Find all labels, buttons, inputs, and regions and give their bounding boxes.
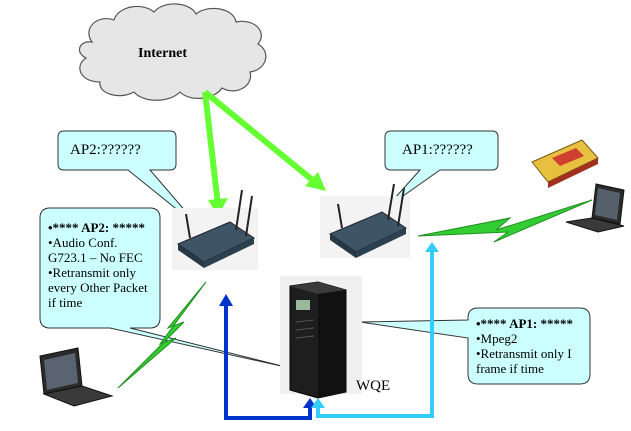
ap2-details-line: if time	[48, 295, 83, 310]
wqe-server	[280, 276, 362, 399]
ap2-details-line: G723.1 – No FEC	[48, 250, 143, 265]
ap1-details-line: frame if time	[476, 361, 544, 376]
ap2-details-line: •**** AP2: *****	[48, 220, 146, 235]
ap1-callout-shape	[384, 130, 499, 209]
ap1-details-line: •Retransmit only I	[476, 346, 572, 361]
ap2-callout-label: AP2:??????	[70, 142, 141, 158]
internet-cloud	[78, 3, 267, 101]
wqe-to-ap1-link	[311, 242, 439, 418]
ap1-details-line: •**** AP1: *****	[476, 316, 574, 331]
ap1-details-callout-shape	[359, 307, 591, 385]
ap2-device	[172, 189, 258, 270]
ap1-callout-label: AP1:??????	[402, 142, 473, 158]
internet-label: Internet	[138, 46, 187, 61]
internet-to-ap1-link	[203, 89, 326, 191]
laptop-left	[39, 347, 114, 407]
ap1-details-text: •**** AP1: ***** •Mpeg2 •Retransmit only…	[476, 316, 573, 376]
laptop-right	[565, 183, 625, 233]
wireless-link-ap2-laptop	[117, 281, 207, 389]
ap1-details-line: •Mpeg2	[476, 331, 518, 346]
ap2-details-text: •**** AP2: ***** •Audio Conf. G723.1 – N…	[48, 220, 148, 310]
wireless-link-ap1-laptop	[417, 199, 593, 243]
ap2-details-line: •Retransmit only	[48, 265, 136, 280]
ap1-device	[320, 183, 410, 258]
ap2-callout-shape	[57, 130, 201, 229]
ap2-details-callout-shape	[39, 207, 291, 369]
wqe-label: WQE	[356, 378, 391, 394]
ap2-details-line: •Audio Conf.	[48, 235, 118, 250]
internet-to-ap2-link	[202, 91, 228, 216]
pc-card	[531, 139, 599, 188]
ap2-details-line: every Other Packet	[48, 280, 148, 295]
